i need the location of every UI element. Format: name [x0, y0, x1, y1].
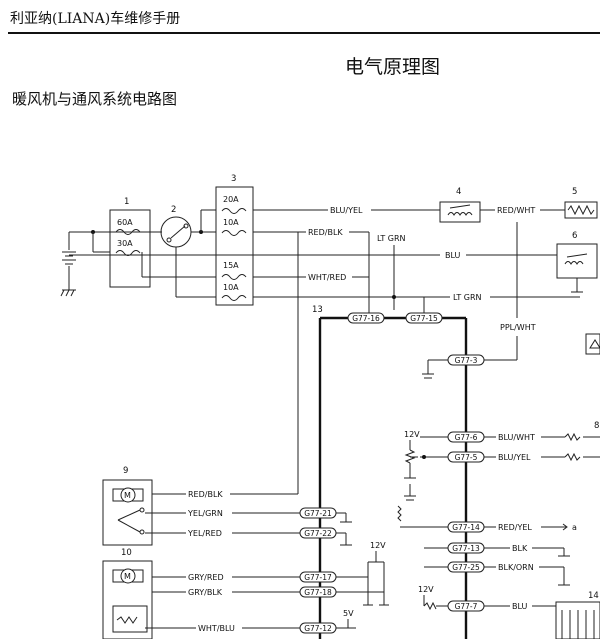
- diode-symbol: [585, 333, 600, 355]
- header-rule: [8, 32, 600, 34]
- fuse-label-30a: 30A: [117, 239, 133, 248]
- motor-icon-2: M: [124, 572, 131, 581]
- svg-text:G77-22: G77-22: [304, 529, 332, 538]
- connector-g77-21: G77-21: [299, 507, 337, 519]
- svg-text:G77-21: G77-21: [304, 509, 332, 518]
- wire-label-blu-yel-2: BLU/YEL: [498, 453, 531, 462]
- voltage-12v-2: 12V: [370, 541, 386, 550]
- svg-text:G77-25: G77-25: [452, 563, 480, 572]
- wire-label-blk-orn: BLK/ORN: [498, 563, 534, 572]
- section-title: 电气原理图: [345, 56, 441, 78]
- wire-label-yel-red: YEL/RED: [187, 529, 222, 538]
- diagram-title: 暖风机与通风系统电路图: [12, 90, 178, 108]
- battery-symbol: [60, 232, 76, 297]
- connector-g77-22: G77-22: [299, 527, 337, 539]
- fuse-label-10a: 10A: [223, 218, 239, 227]
- component-14-block: 14: [555, 591, 600, 639]
- svg-text:G77-7: G77-7: [455, 602, 478, 611]
- component-number-10: 10: [121, 548, 132, 558]
- connector-g77-3: G77-3: [447, 354, 485, 366]
- wire-label-gry-red: GRY/RED: [188, 573, 224, 582]
- connector-g77-12: G77-12: [299, 622, 337, 634]
- component-number-8: 8: [594, 421, 599, 431]
- fuse-icon: [221, 230, 247, 236]
- voltage-12v-1: 12V: [404, 430, 420, 439]
- connector-g77-16: G77-16: [347, 312, 385, 324]
- component-number-9: 9: [123, 466, 128, 476]
- wire-label-red-yel: RED/YEL: [498, 523, 532, 532]
- component-number-6: 6: [572, 231, 577, 241]
- marker-a: a: [572, 523, 577, 532]
- wire-label-red-blk: RED/BLK: [308, 228, 343, 237]
- fuse-icon: [221, 274, 247, 280]
- wire-label-lt-grn-2: LT GRN: [453, 293, 482, 302]
- svg-text:G77-13: G77-13: [452, 544, 480, 553]
- fuse-label-60a: 60A: [117, 218, 133, 227]
- connector-g77-14: G77-14: [447, 521, 485, 533]
- wire-label-ppl-wht: PPL/WHT: [500, 323, 536, 332]
- wire-label-blu-wht: BLU/WHT: [498, 433, 535, 442]
- component-number-5: 5: [572, 187, 577, 197]
- connector-g77-5: G77-5: [447, 451, 485, 463]
- fuse-label-15a: 15A: [223, 261, 239, 270]
- fuse-icon: [221, 295, 247, 301]
- svg-text:G77-14: G77-14: [452, 523, 480, 532]
- component-number-14: 14: [588, 591, 599, 601]
- motor-10: 10 M: [102, 548, 153, 639]
- fuse-icon: [115, 229, 141, 235]
- fuse-label-20a: 20A: [223, 195, 239, 204]
- wire-label-wht-blu: WHT/BLU: [198, 624, 235, 633]
- svg-text:G77-3: G77-3: [455, 356, 478, 365]
- relay-4: 4: [439, 187, 481, 223]
- fuse-icon: [221, 208, 247, 214]
- main-fuse-block: 1 60A 30A: [109, 197, 151, 288]
- wire-label-yel-grn: YEL/GRN: [187, 509, 223, 518]
- wire-label-red-wht: RED/WHT: [497, 206, 535, 215]
- voltage-5v: 5V: [343, 609, 354, 618]
- connector-g77-25: G77-25: [447, 561, 485, 573]
- component-number-2: 2: [171, 205, 176, 215]
- svg-text:G77-16: G77-16: [352, 314, 380, 323]
- resistor-5: 5: [564, 187, 598, 219]
- voltage-12v-3: 12V: [418, 585, 434, 594]
- fuse-box: 3 20A 10A 15A 10A: [215, 174, 254, 306]
- wire-label-blu: BLU: [445, 251, 461, 260]
- wire-label-gry-blk: GRY/BLK: [188, 588, 223, 597]
- wire-label-blu-yel: BLU/YEL: [330, 206, 363, 215]
- component-number-3: 3: [231, 174, 236, 184]
- svg-text:G77-12: G77-12: [304, 624, 332, 633]
- motor-icon: M: [124, 491, 131, 500]
- connector-g77-7: G77-7: [447, 600, 485, 612]
- connector-g77-6: G77-6: [447, 431, 485, 443]
- svg-text:G77-15: G77-15: [410, 314, 438, 323]
- manual-header: 利亚纳(LIANA)车维修手册: [10, 11, 181, 27]
- fuse-label-10a-2: 10A: [223, 283, 239, 292]
- blower-motor-9: 9 M: [102, 466, 153, 546]
- svg-text:G77-17: G77-17: [304, 573, 332, 582]
- connector-g77-13: G77-13: [447, 542, 485, 554]
- component-number-4: 4: [456, 187, 461, 197]
- ignition-switch: 2: [160, 205, 192, 248]
- connector-g77-15: G77-15: [405, 312, 443, 324]
- component-number-13: 13: [312, 305, 323, 315]
- svg-text:G77-18: G77-18: [304, 588, 332, 597]
- relay-6: 6: [556, 231, 598, 279]
- connector-g77-18: G77-18: [299, 586, 337, 598]
- component-number-1: 1: [124, 197, 129, 207]
- wire-label-lt-grn: LT GRN: [377, 234, 406, 243]
- svg-text:G77-6: G77-6: [455, 433, 478, 442]
- wire-label-blu-2: BLU: [512, 602, 528, 611]
- connector-g77-17: G77-17: [299, 571, 337, 583]
- wire-label-blk: BLK: [512, 544, 528, 553]
- wire-label-wht-red: WHT/RED: [308, 273, 346, 282]
- wire-label-red-blk-2: RED/BLK: [188, 490, 223, 499]
- svg-text:G77-5: G77-5: [455, 453, 478, 462]
